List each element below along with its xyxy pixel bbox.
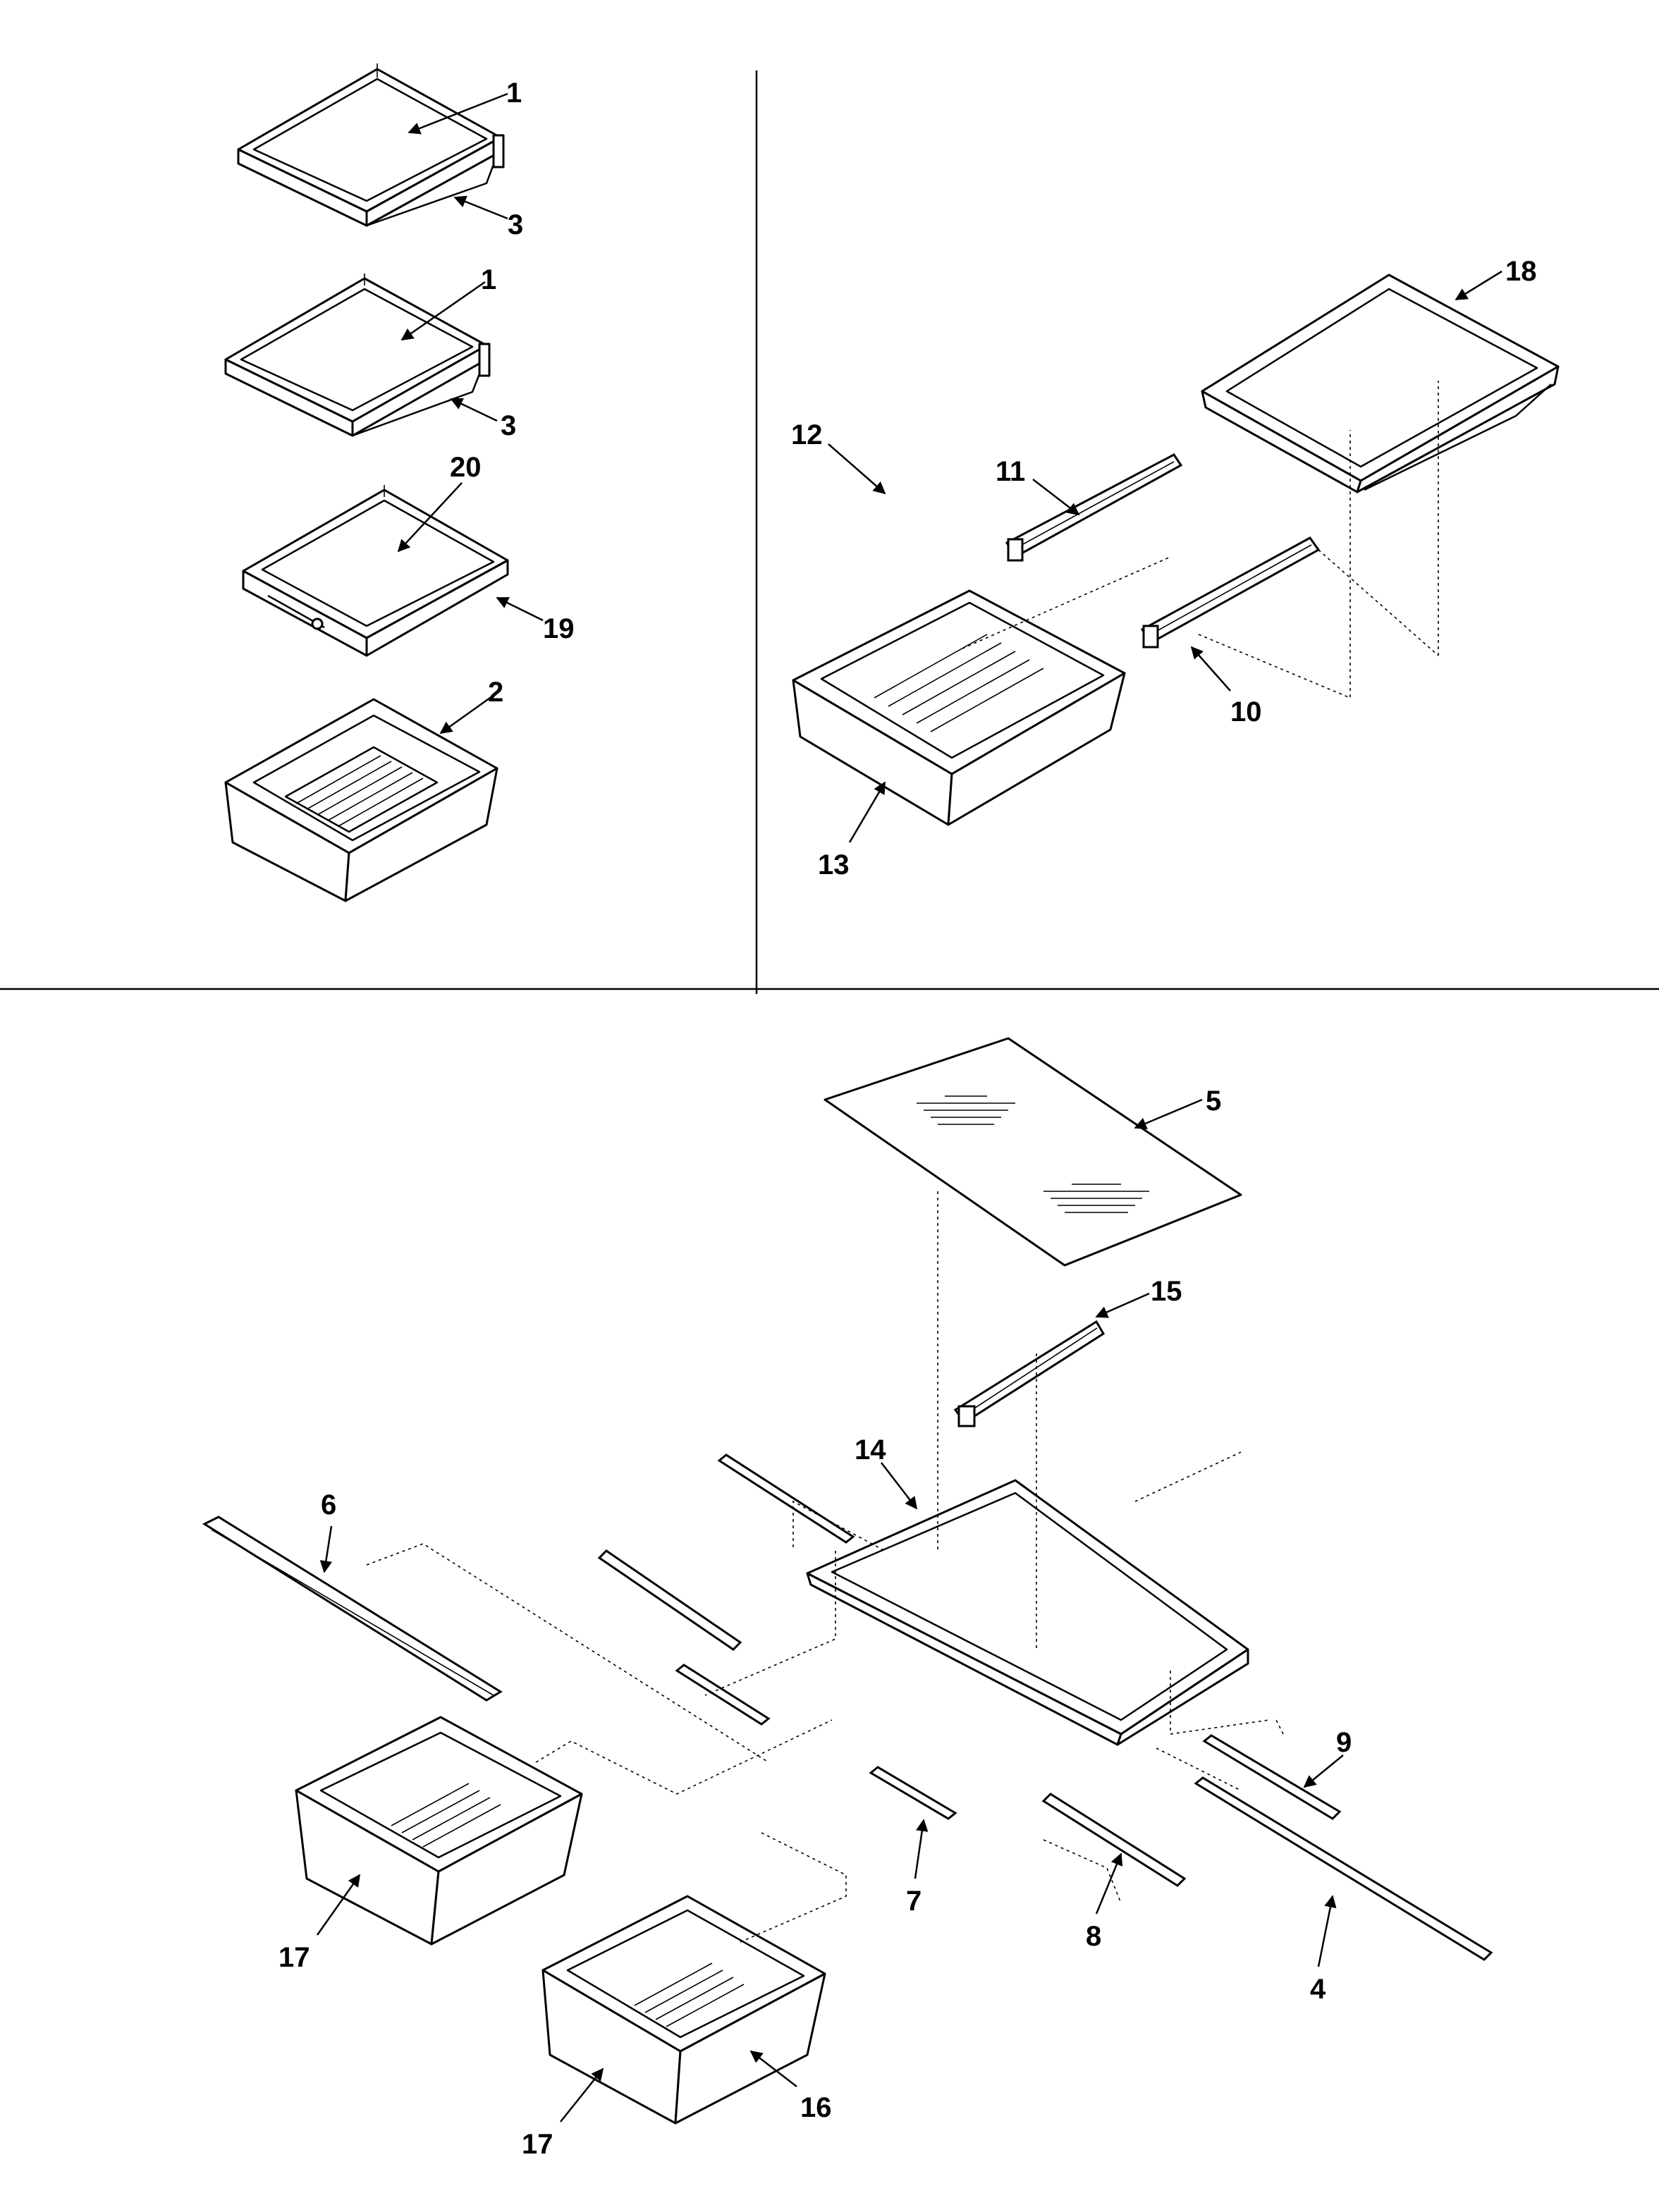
callout-13: 13 (818, 849, 850, 880)
alignment-lines-bottom (366, 1191, 1284, 1943)
callout-20: 20 (450, 452, 482, 483)
callout-3-middle: 3 (501, 410, 516, 441)
callout-3-top: 3 (508, 209, 523, 240)
callout-1-middle: 1 (481, 264, 496, 295)
callout-17-right: 17 (522, 2129, 553, 2160)
slide-rail-part-15 (953, 1320, 1106, 1427)
callout-5: 5 (1206, 1086, 1221, 1117)
callout-2: 2 (488, 677, 503, 708)
crisper-bin-part-16-17-right (541, 1895, 826, 2125)
callout-17-left: 17 (278, 1942, 310, 1973)
callout-12: 12 (791, 419, 823, 450)
shelf-part-18 (1201, 274, 1560, 493)
bracket-part-7 (869, 1766, 957, 1820)
callout-8: 8 (1086, 1921, 1101, 1952)
rod-part-8 (1041, 1793, 1187, 1887)
callout-11: 11 (996, 456, 1025, 487)
callout-15: 15 (1151, 1276, 1182, 1307)
strip-part-9 (1202, 1734, 1342, 1820)
callout-9: 9 (1336, 1727, 1352, 1758)
callout-1-top: 1 (506, 78, 522, 109)
callout-16: 16 (800, 2092, 832, 2123)
callout-4: 4 (1310, 1974, 1326, 2005)
strip-part-4 (1194, 1776, 1493, 1961)
callout-6: 6 (321, 1489, 336, 1520)
small-rails-upper (597, 1454, 855, 1726)
slide-rail-part-10 (1140, 536, 1321, 649)
callout-14: 14 (855, 1434, 886, 1466)
leader-arrows (316, 92, 1502, 2122)
callout-18: 18 (1505, 256, 1537, 287)
shelf-frame-part-14 (806, 1479, 1249, 1746)
callout-10: 10 (1230, 696, 1262, 727)
shelf-part-1-middle (224, 274, 491, 437)
glass-shelf-part-5 (824, 1037, 1242, 1267)
crisper-bin-part-17-left (295, 1716, 583, 1946)
crisper-drawer-part-2 (224, 698, 498, 902)
drawer-part-12-13 (792, 589, 1126, 826)
slide-rail-part-11 (1005, 453, 1183, 562)
trim-part-6 (202, 1516, 503, 1702)
shelf-part-1-top (237, 63, 505, 227)
shelf-part-20 (242, 485, 509, 657)
callout-7: 7 (906, 1886, 922, 1917)
callout-19: 19 (543, 613, 575, 644)
